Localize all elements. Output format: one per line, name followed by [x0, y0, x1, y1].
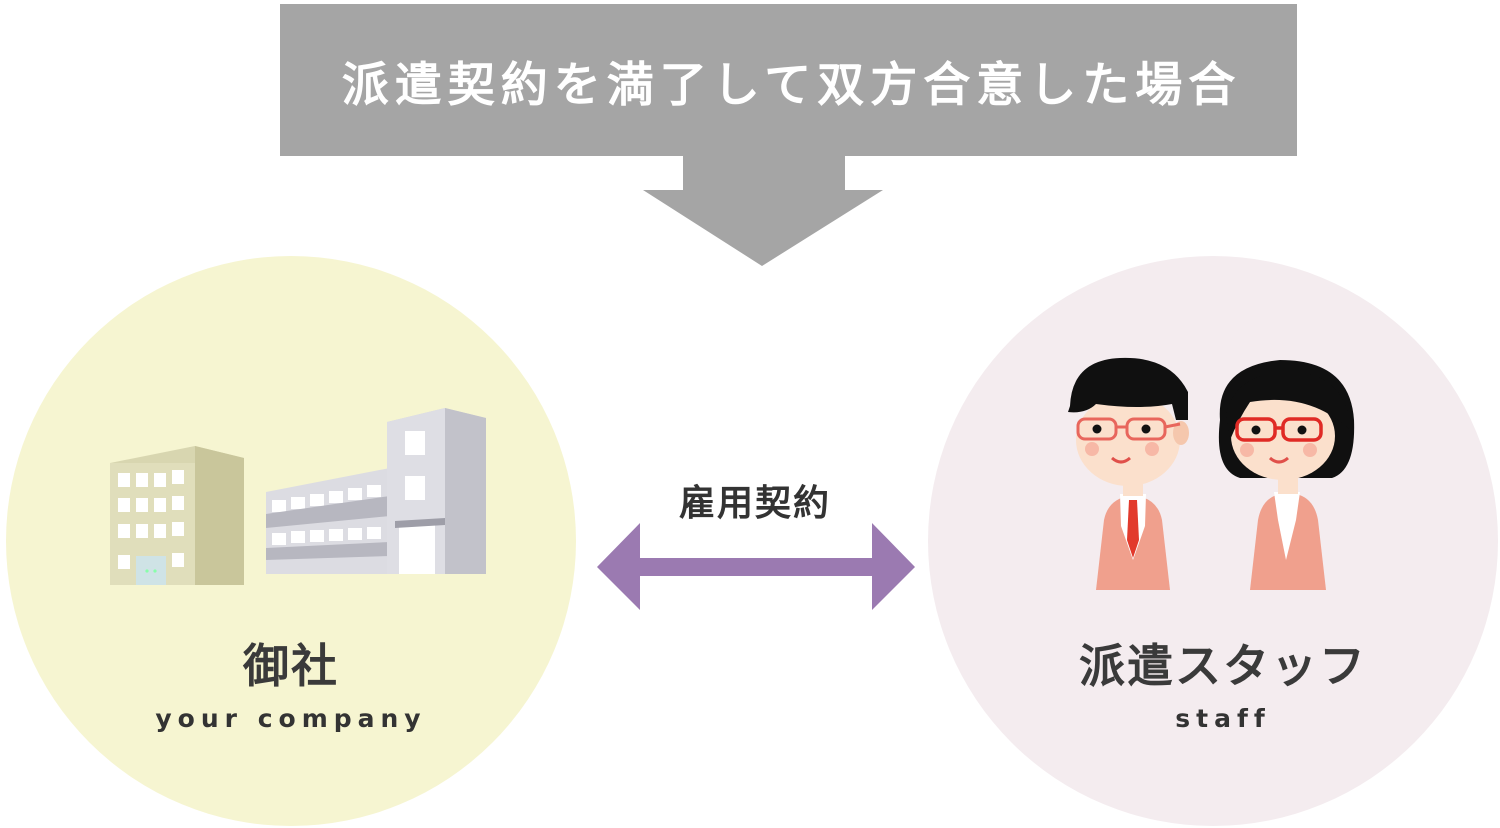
buildings-icon [110, 408, 486, 585]
staff-name-jp: 派遣スタッフ [1079, 639, 1367, 693]
banner-title: 派遣契約を満了して双方合意した場合 [341, 57, 1242, 113]
header-banner: 派遣契約を満了して双方合意した場合 [280, 4, 1297, 156]
company-name-en: your company [155, 704, 427, 733]
company-name-jp: 御社 [243, 639, 339, 693]
staff-circle [928, 256, 1498, 826]
male-staff-figure [1068, 357, 1189, 590]
contract-arrow [597, 523, 915, 610]
contract-label: 雇用契約 [678, 483, 831, 524]
female-staff-figure [1218, 360, 1355, 590]
staff-name-en: staff [1175, 704, 1271, 733]
down-arrow [643, 156, 883, 266]
